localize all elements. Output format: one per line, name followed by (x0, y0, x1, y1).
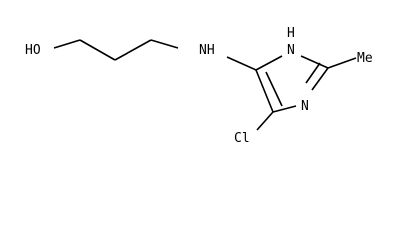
bond-c5-n1 (255, 55, 283, 71)
bond-n-c5 (226, 56, 257, 71)
amine-label: NH (199, 43, 215, 58)
ring-nh-hydrogen-label: H (287, 26, 295, 41)
bond-c4-cl (256, 111, 274, 131)
bond-n3-c4 (272, 105, 297, 113)
ring-nh-nitrogen-label: N (287, 43, 295, 58)
bond-c2ring-n3-double (305, 62, 321, 84)
hydroxyl-label: HO (25, 43, 41, 58)
bond-c3-n (150, 39, 179, 49)
bond-n1-c2ring (300, 55, 329, 69)
chloro-label: Cl (234, 131, 250, 146)
bond-c4-c5 (255, 69, 274, 113)
structure-svg: HO NH H N N Me Cl (25, 26, 373, 146)
ring-n-label: N (301, 99, 309, 114)
bond-c4-c5-double (265, 71, 283, 107)
bond-c2ring-methyl (327, 57, 357, 69)
molecule-diagram: HO NH H N N Me Cl (25, 26, 373, 146)
bond-c2ring-n3 (311, 67, 329, 91)
bond-o-c1 (53, 39, 81, 49)
bond-c1-c2 (79, 39, 116, 61)
methyl-label: Me (357, 51, 373, 66)
bond-c2-c3 (114, 39, 152, 61)
